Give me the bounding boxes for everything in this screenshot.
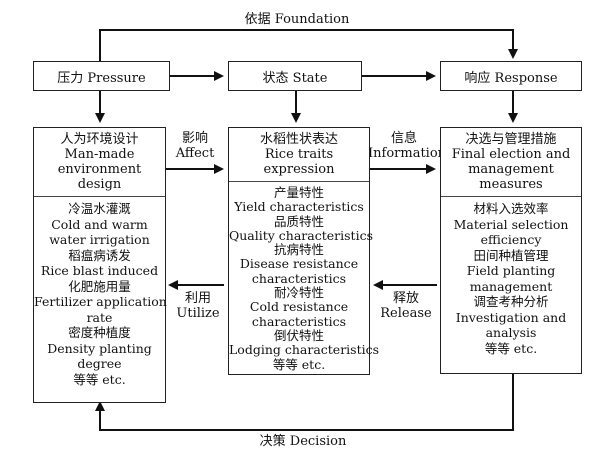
man-made-environment-items: 冷温水灌溉 Cold and warm water irrigation 稻瘟病… — [34, 201, 167, 387]
information-label: 信息 Information — [368, 131, 447, 161]
utilize-label: 利用 Utilize — [176, 291, 220, 321]
state-label: 状态 State — [262, 70, 328, 86]
pressure-label: 压力 Pressure — [57, 70, 146, 86]
decision-label: 决策 Decision — [259, 434, 347, 449]
rice-traits-box: 水稻性状表达 Rice traits expression 产量特性 Yield… — [228, 127, 380, 375]
pressure-box: 压力 Pressure — [33, 61, 170, 91]
final-election-title: 决选与管理措施 Final election and management me… — [451, 132, 571, 192]
response-label: 响应 Response — [464, 70, 558, 86]
state-box: 状态 State — [228, 61, 362, 91]
man-made-environment-box: 人为环境设计 Man-made environment design 冷温水灌溉… — [33, 127, 167, 403]
foundation-arrow — [99, 29, 518, 61]
decision-arrow — [95, 374, 514, 431]
release-label: 释放 Release — [380, 291, 432, 321]
response-box: 响应 Response — [440, 61, 582, 91]
man-made-environment-title: 人为环境设计 Man-made environment design — [57, 132, 142, 192]
rice-traits-title: 水稻性状表达 Rice traits expression — [259, 132, 338, 177]
final-election-items: 材料入选效率 Material selection efficiency 田间种… — [453, 201, 569, 356]
foundation-label: 依据 Foundation — [222, 12, 372, 27]
final-election-box: 决选与管理措施 Final election and management me… — [440, 127, 582, 374]
rice-traits-items: 产量特性 Yield characteristics 品质特性 Quality … — [229, 185, 380, 372]
affect-label: 影响 Affect — [175, 131, 215, 161]
